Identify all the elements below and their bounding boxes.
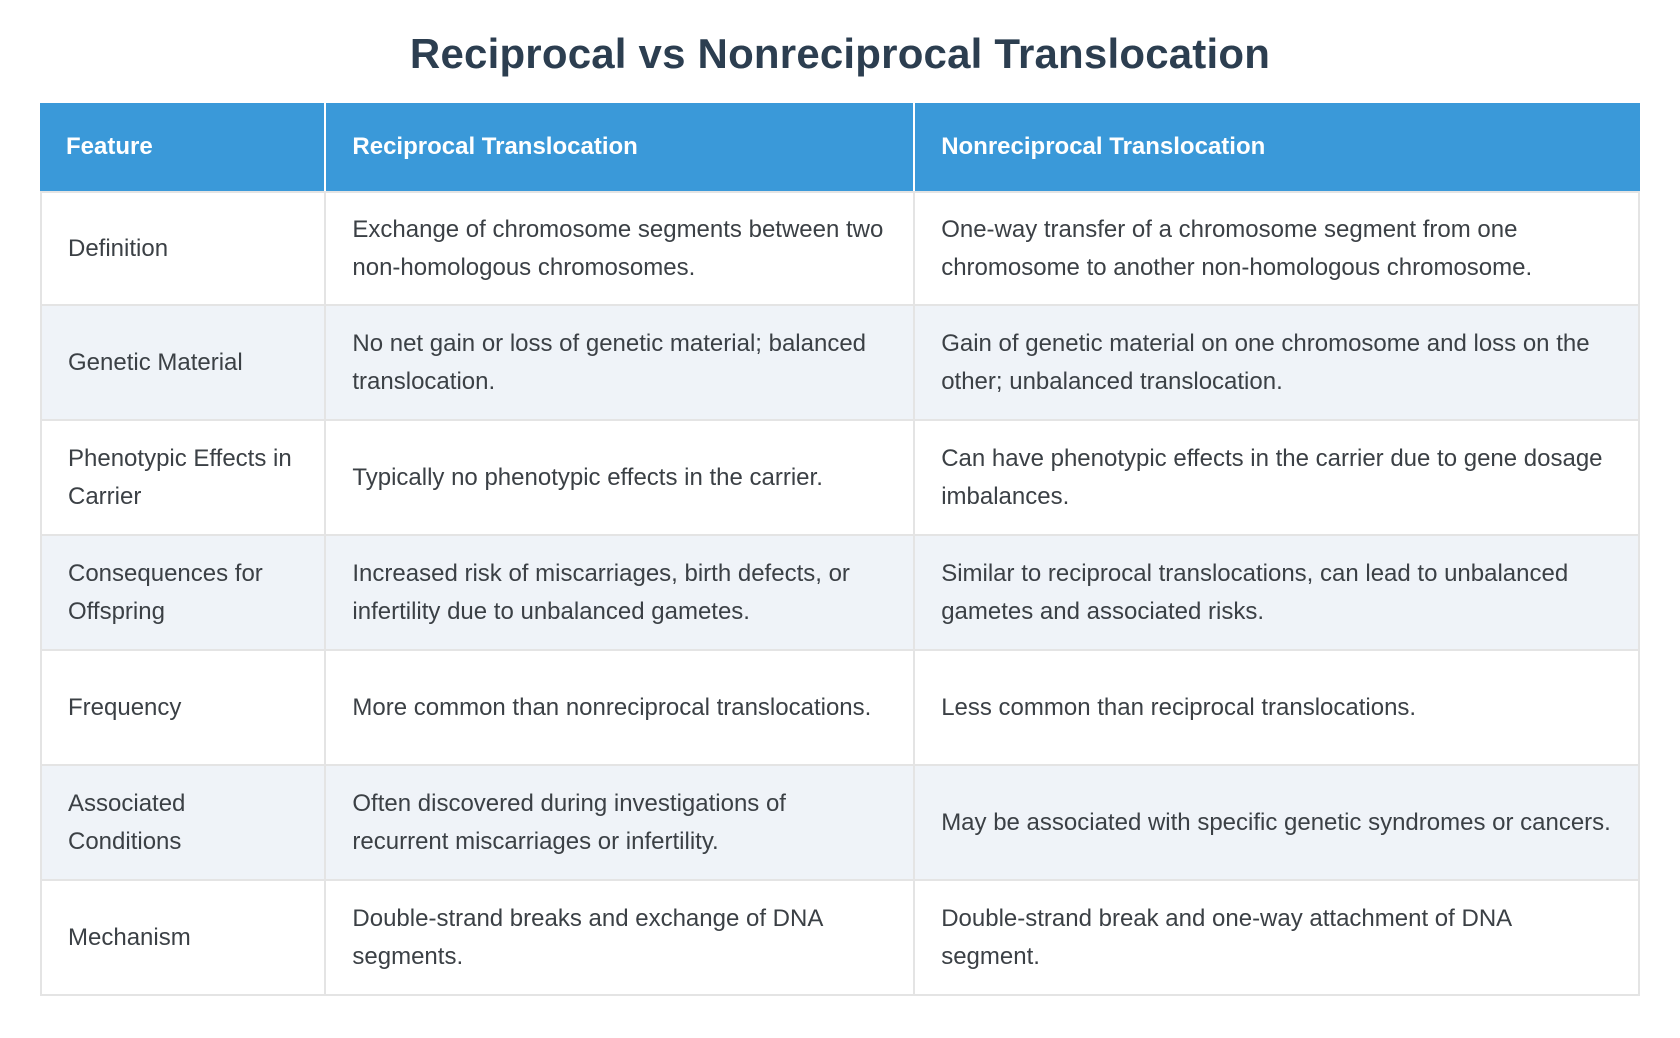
cell-reciprocal: No net gain or loss of genetic material;… — [326, 306, 916, 421]
cell-reciprocal: Increased risk of miscarriages, birth de… — [326, 536, 916, 651]
cell-reciprocal: Double-strand breaks and exchange of DNA… — [326, 881, 916, 996]
column-header-reciprocal: Reciprocal Translocation — [326, 103, 916, 191]
cell-feature: Definition — [40, 191, 327, 306]
cell-feature: Consequences for Offspring — [40, 536, 327, 651]
cell-reciprocal: More common than nonreciprocal transloca… — [326, 651, 916, 766]
page-title: Reciprocal vs Nonreciprocal Translocatio… — [409, 30, 1271, 77]
cell-feature: Mechanism — [40, 881, 327, 996]
column-header-nonreciprocal: Nonreciprocal Translocation — [915, 103, 1640, 191]
cell-feature: Genetic Material — [40, 306, 327, 421]
cell-reciprocal: Typically no phenotypic effects in the c… — [326, 421, 916, 536]
cell-nonreciprocal: Similar to reciprocal translocations, ca… — [915, 536, 1640, 651]
column-header-feature: Feature — [40, 103, 327, 191]
cell-feature: Associated Conditions — [40, 766, 327, 881]
cell-reciprocal: Often discovered during investigations o… — [326, 766, 916, 881]
cell-nonreciprocal: Gain of genetic material on one chromoso… — [915, 306, 1640, 421]
cell-feature: Phenotypic Effects in Carrier — [40, 421, 327, 536]
cell-nonreciprocal: Less common than reciprocal translocatio… — [915, 651, 1640, 766]
cell-nonreciprocal: Can have phenotypic effects in the carri… — [915, 421, 1640, 536]
cell-nonreciprocal: Double-strand break and one-way attachme… — [915, 881, 1640, 996]
cell-reciprocal: Exchange of chromosome segments between … — [326, 191, 916, 306]
comparison-table: Feature Reciprocal Translocation Nonreci… — [40, 103, 1640, 996]
cell-nonreciprocal: One-way transfer of a chromosome segment… — [915, 191, 1640, 306]
cell-nonreciprocal: May be associated with specific genetic … — [915, 766, 1640, 881]
table-header-row: Feature Reciprocal Translocation Nonreci… — [40, 103, 1640, 191]
cell-feature: Frequency — [40, 651, 327, 766]
